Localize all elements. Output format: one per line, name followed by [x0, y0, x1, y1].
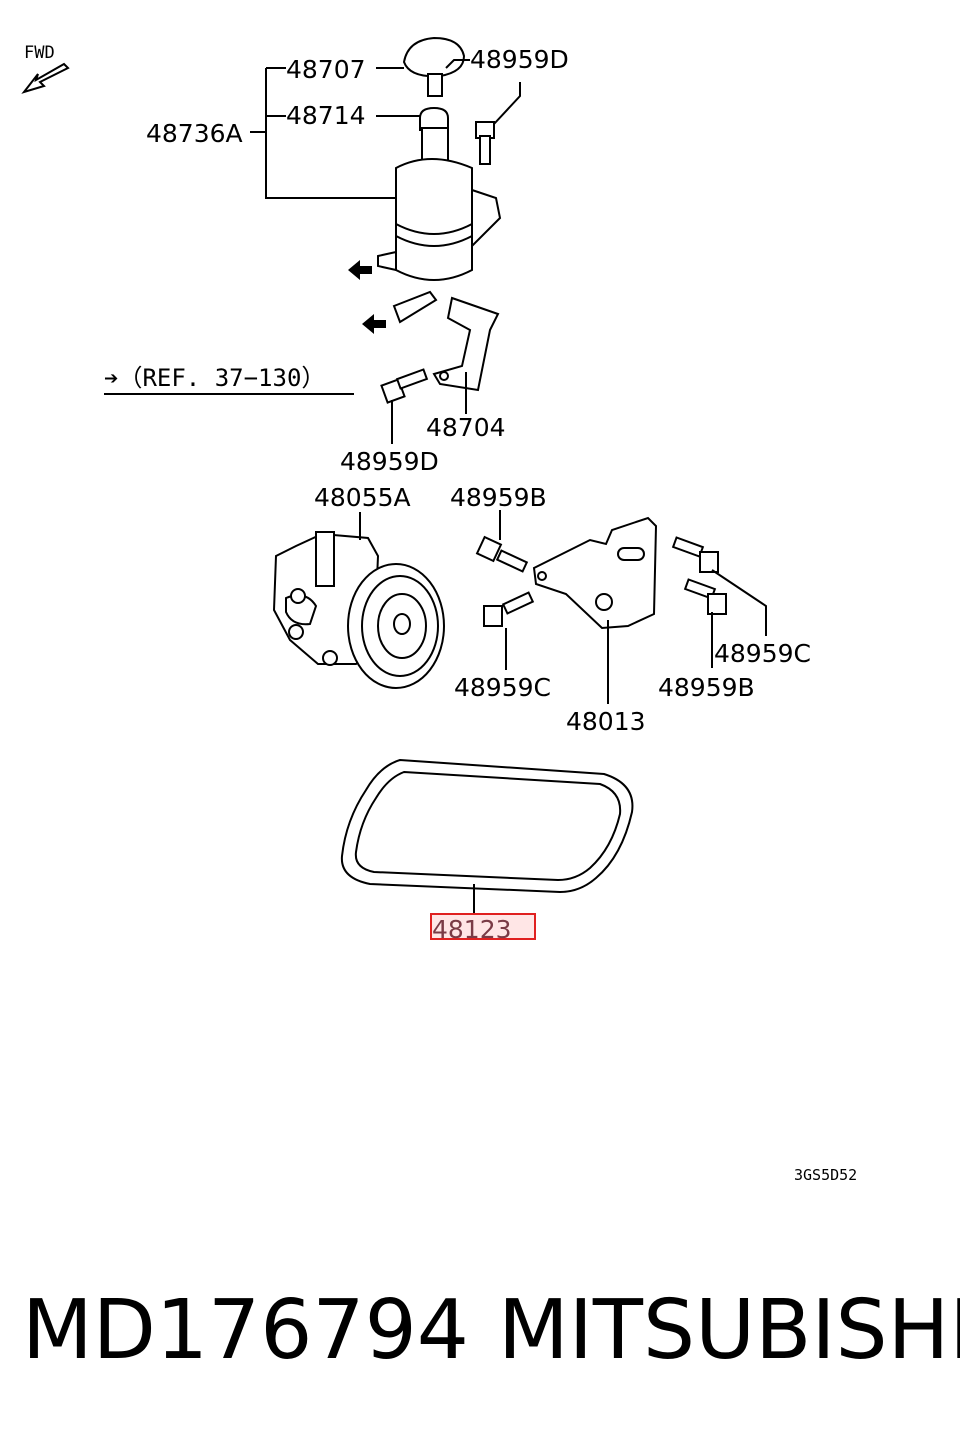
callout-48123[interactable]: 48123 — [432, 915, 512, 944]
bolt-48959b-top — [475, 535, 529, 573]
diagram-code: 3GS5D52 — [794, 1166, 857, 1184]
caption-brand: MITSUBISHI — [498, 1283, 960, 1378]
reference-note: ➔（REF. 37−130） — [104, 364, 354, 395]
pump-48055a — [272, 531, 445, 689]
cap-stem — [427, 73, 443, 97]
pump-bolt-b — [288, 624, 304, 640]
bracket-48704-shape — [432, 296, 500, 392]
reservoir-body — [395, 158, 473, 281]
callout-48707[interactable]: 48707 — [286, 55, 366, 84]
callout-48013[interactable]: 48013 — [566, 707, 646, 736]
cap-part — [402, 36, 466, 78]
callout-48959c-left[interactable]: 48959C — [454, 673, 551, 702]
highlight-box — [430, 913, 536, 940]
bracket-48013 — [532, 516, 658, 630]
drive-belt-48123 — [340, 758, 634, 894]
bolt-48959b-right — [683, 578, 727, 615]
nozzle-lower — [392, 290, 438, 324]
bolt-48959d-mid — [380, 368, 429, 404]
bracket-48704 — [432, 296, 500, 392]
leader-lines — [250, 59, 767, 914]
bracket-hole-left — [537, 571, 547, 581]
pump-bolt-c — [322, 650, 338, 666]
callout-48959b-top[interactable]: 48959B — [450, 483, 547, 512]
callout-48055a[interactable]: 48055A — [314, 483, 411, 512]
reservoir-assembly — [348, 36, 502, 334]
fwd-arrow-icon — [21, 62, 70, 94]
bracket-boss — [595, 593, 613, 611]
bolt-48959d-top — [475, 121, 495, 165]
callout-48959b-right[interactable]: 48959B — [658, 673, 755, 702]
nozzle-upper — [377, 250, 397, 272]
belt-inner — [354, 770, 622, 882]
bracket-hole — [439, 371, 449, 381]
fwd-label: FWD — [24, 43, 55, 63]
reservoir-bracket-ear — [471, 188, 502, 249]
callout-48736a[interactable]: 48736A — [146, 119, 243, 148]
reference-label: ➔（REF. 37−130） — [104, 364, 325, 392]
pump-fitting — [315, 531, 335, 587]
pulley-hub — [377, 593, 427, 659]
bolt-48959c-left — [483, 591, 535, 627]
fwd-indicator: FWD — [21, 43, 70, 94]
callout-48959d-top[interactable]: 48959D — [470, 45, 569, 74]
callout-48959d-mid[interactable]: 48959D — [340, 447, 439, 476]
parts-diagram: FWD ➔（R — [21, 36, 857, 1184]
reservoir-band-2 — [395, 223, 473, 235]
bracket-48013-shape — [532, 516, 658, 630]
flow-arrow-icon-lower — [362, 314, 386, 334]
flow-arrow-icon-upper — [348, 260, 372, 280]
caption-part-number: MD176794 — [22, 1283, 469, 1378]
pulley-center — [393, 613, 411, 635]
callout-48714[interactable]: 48714 — [286, 101, 366, 130]
callout-48959c-right[interactable]: 48959C — [714, 639, 811, 668]
filter-part — [419, 106, 449, 131]
belt-outer — [340, 758, 634, 894]
highlighted-callout[interactable]: 48123 — [430, 913, 536, 944]
pump-bolt-a — [290, 588, 306, 604]
callout-48704[interactable]: 48704 — [426, 413, 506, 442]
bracket-slot — [617, 547, 645, 561]
reservoir-band — [395, 235, 473, 247]
bolt-48959c-right — [671, 536, 719, 573]
